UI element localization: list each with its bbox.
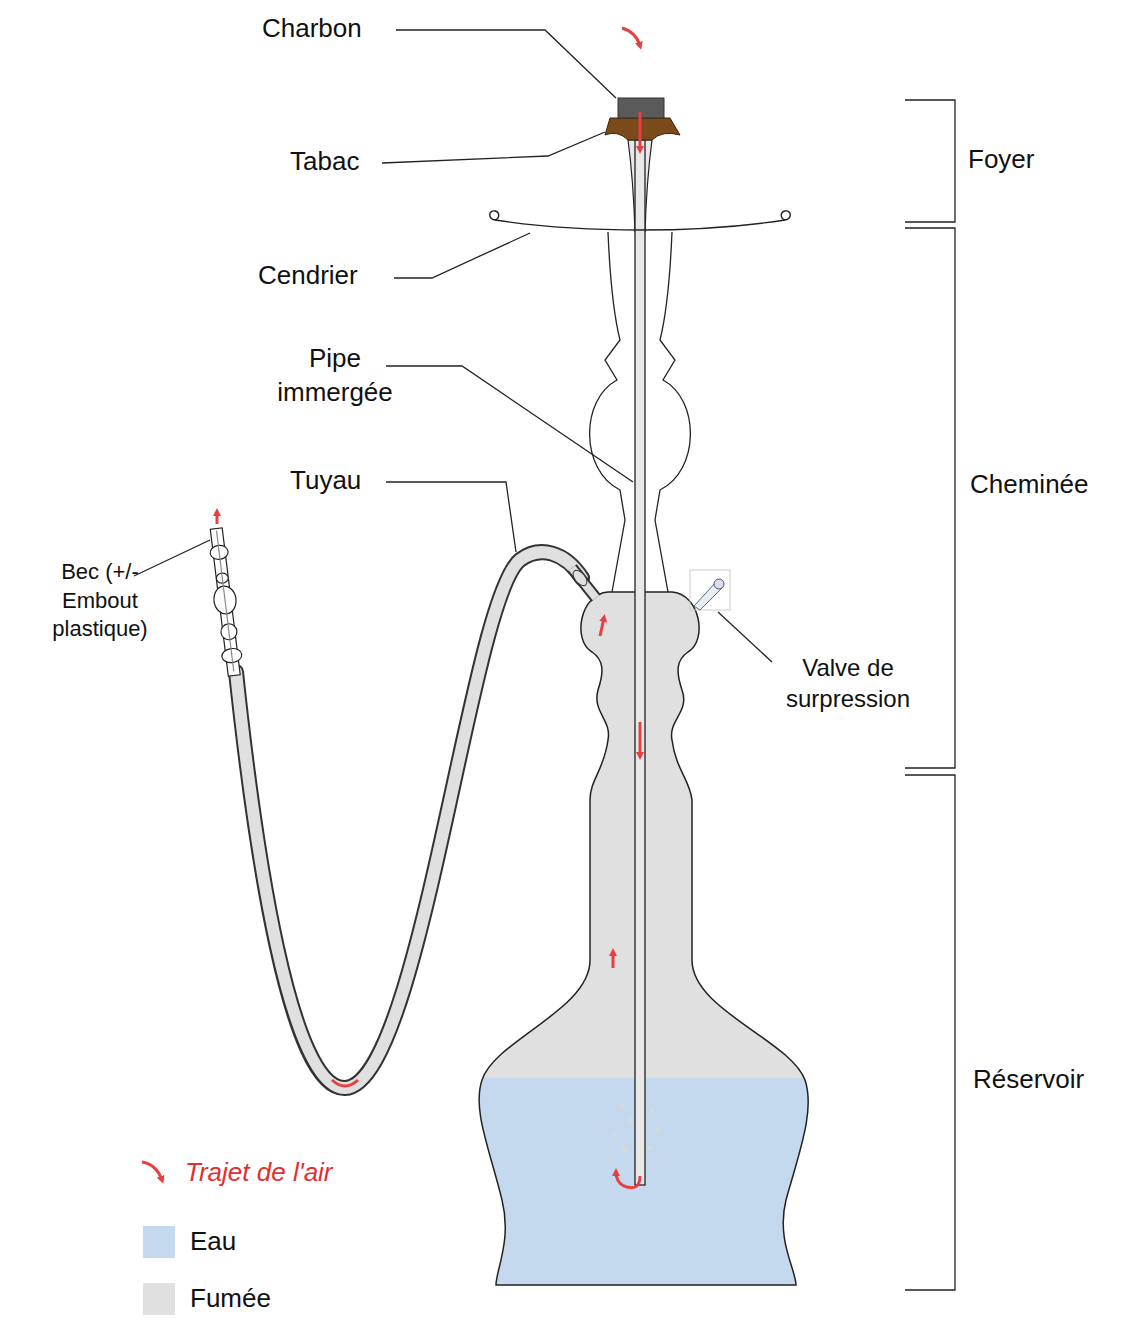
legend-arrow-sample	[142, 1162, 162, 1180]
legend-text: Fumée	[190, 1282, 271, 1316]
ash-tray	[490, 211, 791, 230]
part-label: Valve de surpression	[778, 652, 918, 714]
part-label: Pipe immergée	[275, 342, 395, 410]
part-label: Foyer	[968, 143, 1034, 177]
section-brackets	[905, 100, 955, 1290]
part-label: Bec (+/- Embout plastique)	[30, 558, 170, 644]
part-label: Tuyau	[290, 464, 361, 498]
part-label: Cheminée	[970, 468, 1089, 502]
leader-lines	[134, 30, 772, 662]
part-label: Tabac	[290, 145, 359, 179]
hose	[236, 552, 596, 1088]
part-label: Cendrier	[258, 259, 358, 293]
legend-swatch	[143, 1226, 175, 1258]
immersed-pipe	[635, 140, 645, 1185]
legend-text: Eau	[190, 1225, 236, 1259]
legend-text: Trajet de l'air	[185, 1156, 333, 1190]
bubbles	[603, 1103, 663, 1174]
part-label: Charbon	[262, 12, 362, 46]
tobacco-bowl	[605, 118, 680, 140]
pressure-valve	[690, 570, 730, 610]
legend-swatch	[143, 1283, 175, 1315]
part-label: Réservoir	[973, 1063, 1084, 1097]
air-path-arrows	[217, 28, 640, 1188]
mouthpiece	[205, 527, 245, 677]
